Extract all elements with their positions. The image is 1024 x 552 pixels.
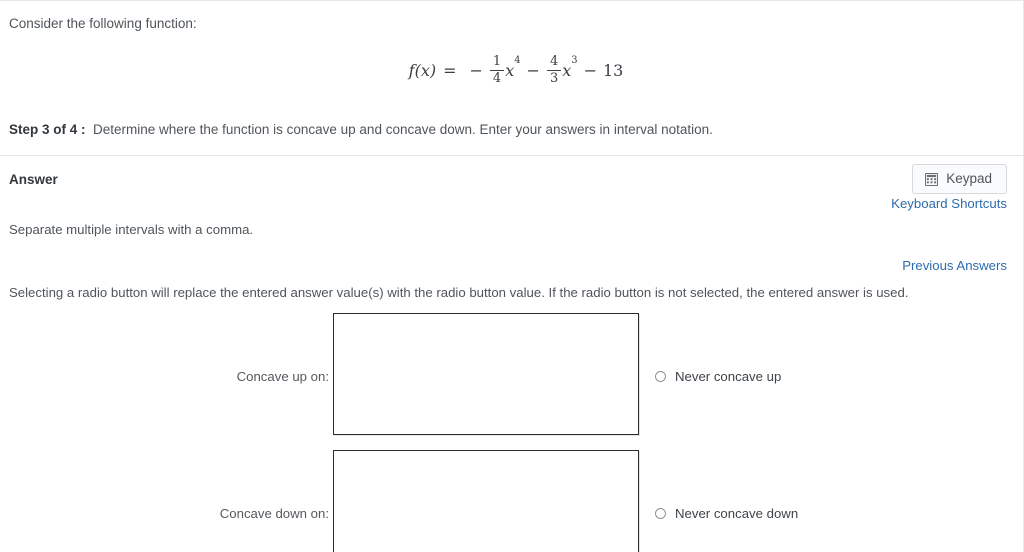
answer-header: Answer Keypad Keyboard Sho	[9, 156, 1007, 211]
never-concave-down-radio-group[interactable]: Never concave down	[655, 506, 798, 521]
question-prompt: Consider the following function:	[9, 16, 197, 31]
formula-term1-exponent: 4	[514, 55, 521, 67]
answer-rows: Concave up on: Never concave up Concave …	[0, 313, 1023, 552]
formula-term2-exponent: 3	[571, 55, 578, 67]
keypad-button[interactable]: Keypad	[912, 164, 1007, 194]
answer-row-concave-down: Concave down on: Never concave down	[0, 450, 1023, 552]
formula-term1-variable: x4	[505, 55, 521, 80]
formula-term3-sign: −	[583, 60, 597, 80]
keyboard-shortcuts-link[interactable]: Keyboard Shortcuts	[891, 196, 1007, 211]
never-concave-down-label: Never concave down	[675, 506, 799, 521]
answer-row-concave-up: Concave up on: Never concave up	[0, 313, 1023, 436]
step-instruction: Step 3 of 4 : Determine where the functi…	[9, 121, 1007, 155]
concave-up-input[interactable]	[333, 313, 639, 435]
previous-answers-link[interactable]: Previous Answers	[902, 258, 1007, 273]
formula-term1-fraction: 1 4	[489, 54, 505, 86]
formula-term2-sign: −	[526, 60, 540, 80]
section-divider	[0, 155, 1023, 156]
separate-intervals-note: Separate multiple intervals with a comma…	[9, 222, 254, 237]
formula-term1-sign: −	[469, 60, 483, 80]
formula-term2-denominator: 3	[546, 69, 562, 86]
answer-title: Answer	[9, 172, 58, 187]
formula-term1-numerator: 1	[492, 54, 502, 69]
never-concave-up-radio-group[interactable]: Never concave up	[655, 369, 781, 384]
calculator-grid-icon	[925, 172, 939, 186]
formula-term3-value: 13	[602, 60, 624, 80]
formula-term2-numerator: 4	[549, 54, 559, 69]
keypad-button-label: Keypad	[946, 171, 992, 186]
formula-term2-fraction: 4 3	[546, 54, 562, 86]
never-concave-up-label: Never concave up	[675, 369, 782, 384]
formula-expression: f(x) = − 1 4 x4 − 4 3 x3 − 13	[409, 55, 624, 85]
formula-term2-variable: x3	[562, 55, 578, 80]
formula-lhs: f(x)	[408, 60, 437, 80]
step-text: Determine where the function is concave …	[93, 122, 713, 137]
concave-down-label: Concave down on:	[219, 506, 329, 521]
concave-down-input[interactable]	[333, 450, 639, 552]
never-concave-down-radio[interactable]	[655, 508, 666, 519]
concave-up-label: Concave up on:	[236, 369, 329, 384]
radio-button-note: Selecting a radio button will replace th…	[9, 285, 909, 300]
formula-term1-denominator: 4	[489, 69, 505, 86]
formula-equals: =	[443, 60, 457, 80]
function-formula: f(x) = − 1 4 x4 − 4 3 x3 − 13	[9, 55, 1007, 101]
never-concave-up-radio[interactable]	[655, 371, 666, 382]
step-label: Step 3 of 4 :	[9, 122, 86, 137]
question-section: Consider the following function: f(x) = …	[0, 1, 1023, 155]
answer-section: Answer Keypad Keyboard Sho	[0, 156, 1023, 300]
